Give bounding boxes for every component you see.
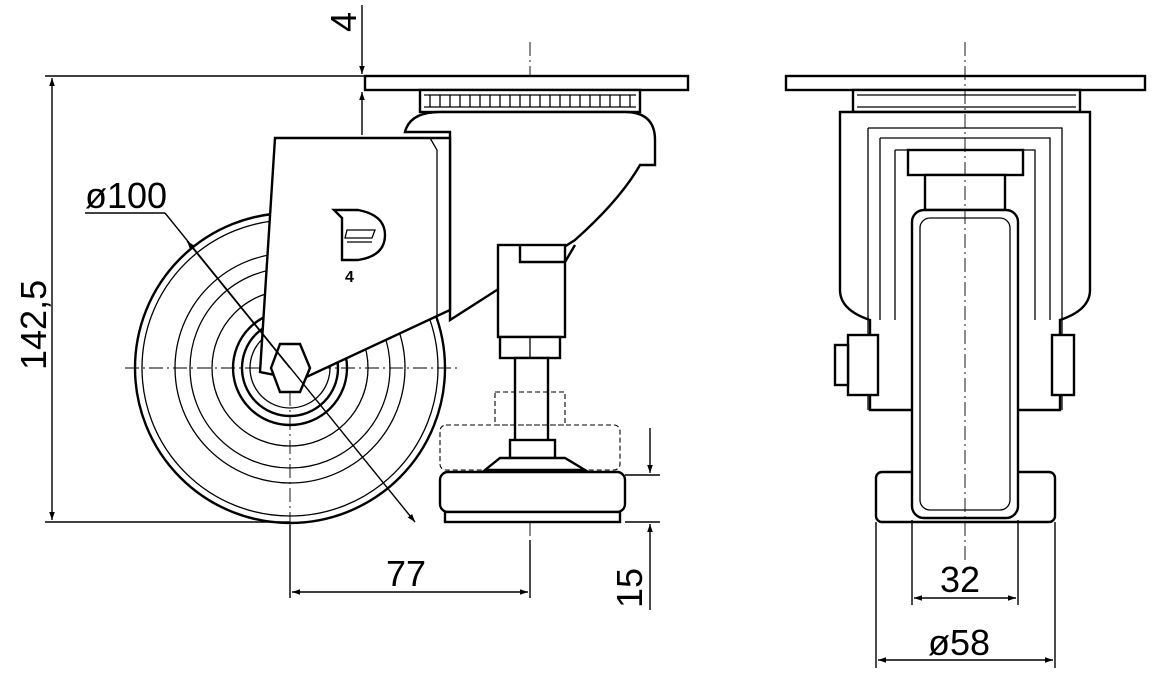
front-view: 32 ø58: [784, 42, 1147, 668]
dim-foot-diameter-label: ø58: [928, 622, 990, 663]
dim-foot-height-label: 15: [609, 568, 650, 608]
dim-wheel-width-label: 32: [940, 559, 980, 600]
dimension-offset: 77: [289, 525, 531, 598]
dim-total-height-label: 142,5: [13, 280, 54, 370]
leveling-foot: [438, 335, 627, 524]
dim-wheel-diameter-label: ø100: [85, 175, 167, 216]
dimension-plate-offset: 4: [323, 5, 365, 135]
dimension-foot-diameter: ø58: [875, 522, 1056, 668]
dimension-wheel-width: 32: [911, 520, 1019, 605]
dim-plate-offset-label: 4: [323, 12, 364, 32]
side-view: 4 142,5 4: [13, 5, 690, 610]
logo: 4: [331, 208, 387, 286]
dim-offset-label: 77: [386, 553, 426, 594]
logo-text: 4: [345, 269, 354, 286]
dimension-wheel-diameter: ø100: [85, 175, 416, 523]
dimension-total-height: 142,5: [13, 75, 365, 523]
mounting-plate: [363, 74, 690, 114]
fork-housing: [258, 110, 657, 394]
dimension-foot-height: 15: [609, 428, 660, 610]
